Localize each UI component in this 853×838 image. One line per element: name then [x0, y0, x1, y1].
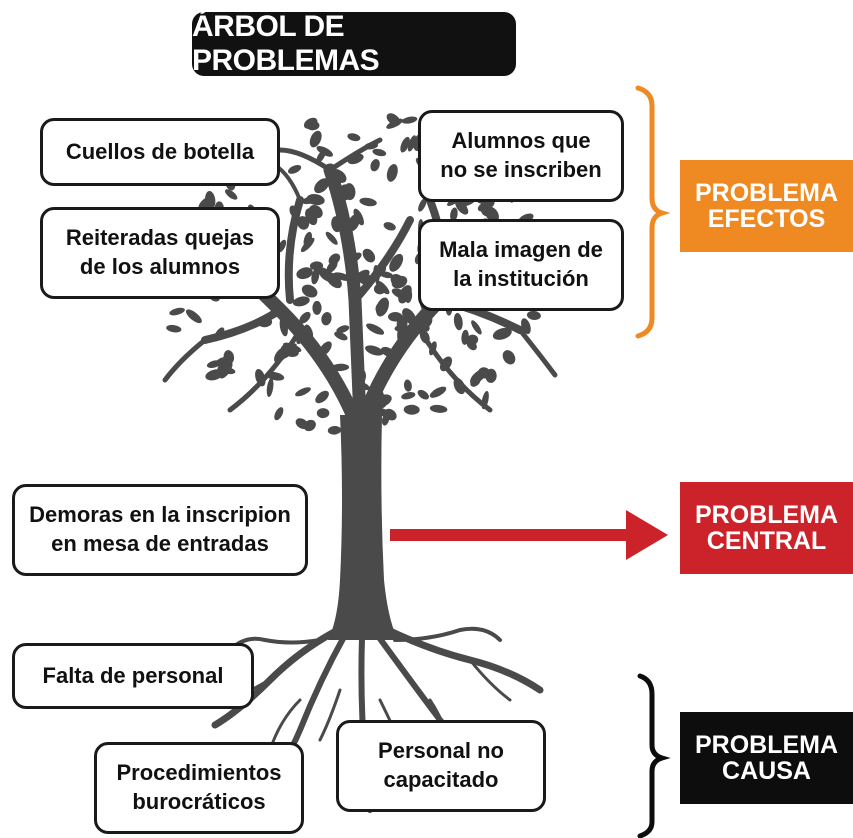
leaf	[375, 301, 387, 315]
leaf	[336, 325, 350, 334]
leaf	[205, 369, 224, 381]
leaf	[403, 404, 420, 415]
leaf	[400, 136, 410, 153]
leaf	[315, 390, 329, 404]
leaf	[492, 327, 512, 340]
leaf	[347, 133, 361, 142]
leaf	[295, 387, 311, 397]
leaf	[308, 205, 323, 219]
leaf	[362, 248, 376, 263]
leaf	[296, 267, 313, 280]
leaf	[502, 350, 516, 365]
leaf	[403, 379, 412, 392]
diagram-title: ÁRBOL DE PROBLEMAS	[192, 10, 516, 77]
leaf	[407, 135, 417, 152]
leaf	[391, 275, 408, 289]
leaf	[418, 198, 427, 212]
leaf	[309, 130, 322, 148]
leaf	[321, 312, 332, 326]
arrow-to-central	[390, 510, 668, 560]
category-causa: PROBLEMA CAUSA	[680, 712, 853, 804]
leaf	[386, 164, 398, 182]
leaf	[306, 121, 320, 131]
leaf	[166, 324, 182, 333]
leaf	[225, 189, 238, 200]
leaf	[383, 222, 396, 231]
central-problem-box: Demoras en la inscripion en mesa de entr…	[12, 484, 308, 576]
leaf	[370, 159, 380, 172]
leaf	[299, 311, 311, 324]
leaf	[401, 392, 416, 400]
leaf	[312, 300, 322, 315]
leaf	[297, 216, 310, 230]
leaf	[365, 345, 384, 356]
tree-trunk	[328, 415, 398, 640]
leaf	[316, 150, 326, 163]
leaf	[266, 378, 274, 398]
leaf	[375, 280, 390, 295]
leaf	[301, 284, 318, 298]
cause-box-procedimientos: Procedimientos burocráticos	[94, 742, 304, 834]
effect-box-cuellos: Cuellos de botella	[40, 118, 280, 186]
leaf	[372, 148, 387, 157]
leaf	[417, 389, 429, 400]
cause-box-capacitado: Personal no capacitado	[336, 720, 546, 812]
leaf	[366, 323, 385, 335]
bracket-causa	[637, 673, 671, 838]
leaf	[292, 296, 310, 307]
leaf	[185, 309, 202, 324]
leaf	[206, 360, 222, 368]
category-efectos: PROBLEMA EFECTOS	[680, 160, 853, 252]
leaf	[429, 386, 447, 398]
leaf	[288, 164, 302, 174]
leaf	[205, 191, 216, 210]
effect-box-alumnos: Alumnos que no se inscriben	[418, 110, 624, 202]
effect-box-quejas: Reiteradas quejas de los alumnos	[40, 207, 280, 299]
leaf	[359, 197, 377, 207]
leaf	[453, 312, 463, 331]
leaf	[384, 408, 397, 421]
leaf	[300, 237, 315, 253]
leaf	[309, 261, 324, 271]
leaf	[327, 425, 342, 435]
effect-box-imagen: Mala imagen de la institución	[418, 219, 624, 311]
bracket-efectos	[635, 85, 671, 339]
leaf	[303, 419, 316, 432]
leaf	[526, 310, 541, 320]
leaf	[389, 253, 404, 272]
leaf	[429, 404, 448, 413]
leaf	[219, 362, 233, 379]
leaf	[398, 285, 412, 304]
leaf	[465, 334, 479, 346]
leaf	[334, 331, 348, 341]
leaf	[386, 118, 403, 129]
leaf	[314, 178, 330, 194]
leaf	[274, 407, 284, 421]
leaf	[325, 231, 338, 245]
leaf	[311, 268, 320, 285]
leaf	[450, 207, 458, 222]
leaf	[481, 205, 495, 217]
leaf	[316, 408, 330, 419]
leaf	[169, 307, 185, 316]
leaf	[470, 376, 481, 387]
leaf	[471, 320, 482, 335]
cause-box-falta: Falta de personal	[12, 643, 254, 709]
leaf	[401, 116, 418, 124]
category-central: PROBLEMA CENTRAL	[680, 482, 853, 574]
leaf	[328, 253, 341, 265]
leaf	[306, 194, 325, 206]
